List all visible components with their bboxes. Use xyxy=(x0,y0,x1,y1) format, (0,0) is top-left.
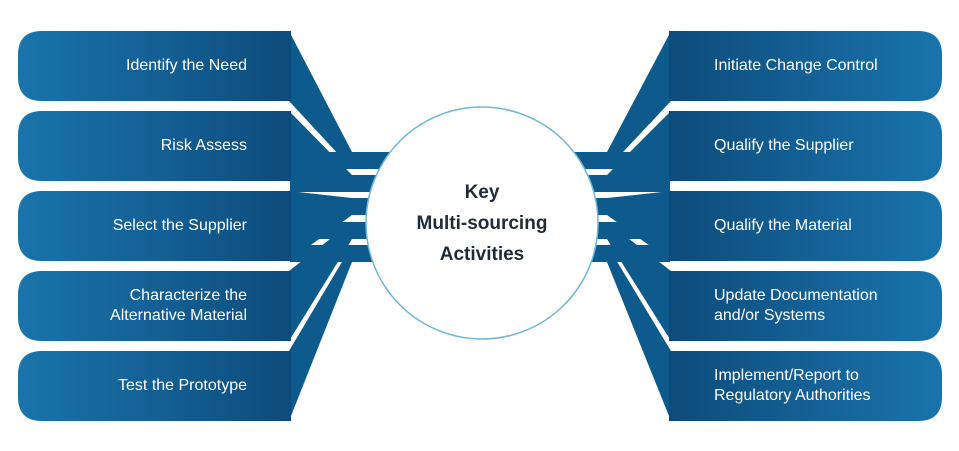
right-activity-pill-4 xyxy=(669,271,942,341)
left-activity-label-3-line-1: Select the Supplier xyxy=(112,217,247,234)
left-activity-label-1: Identify the Need xyxy=(38,31,247,101)
right-activity-label-5-line-1: Implement/Report to xyxy=(714,367,859,384)
center-circle xyxy=(365,106,599,340)
right-activity-label-1: Initiate Change Control xyxy=(714,31,934,101)
left-activity-label-5: Test the Prototype xyxy=(38,351,247,421)
right-connector-bar-5 xyxy=(574,245,670,262)
right-activity-label-4: Update Documentation and/or Systems xyxy=(714,271,934,341)
center-title-line-1: Key xyxy=(464,181,500,203)
left-activity-pill-1 xyxy=(18,31,291,101)
right-activity-label-5-line-2: Regulatory Authorities xyxy=(714,387,871,404)
right-activity-label-5: Implement/Report to Regulatory Authoritie… xyxy=(714,351,934,421)
center-title-line-2: Multi-sourcing xyxy=(416,212,548,234)
left-activity-pill-5 xyxy=(18,351,291,421)
center-title: Key Multi-sourcing Activities xyxy=(366,107,598,339)
right-activity-label-4-line-2: and/or Systems xyxy=(714,307,826,324)
left-connector-bar-5 xyxy=(290,245,390,262)
right-connector-wedge-5 xyxy=(607,245,671,421)
left-activity-label-1-line-1: Identify the Need xyxy=(126,57,247,74)
right-activity-label-3-line-1: Qualify the Material xyxy=(714,217,852,234)
left-activity-label-4-line-2: Alternative Material xyxy=(110,307,247,324)
left-connector-bar-3 xyxy=(290,198,390,215)
left-activity-label-4-line-1: Characterize the xyxy=(129,287,247,304)
left-activity-label-2: Risk Assess xyxy=(38,111,247,181)
right-activity-pill-3 xyxy=(669,191,942,261)
left-connector-wedge-5 xyxy=(289,245,352,421)
left-activity-pill-4 xyxy=(18,271,291,341)
right-activity-label-2: Qualify the Supplier xyxy=(714,111,934,181)
right-activity-label-1-line-1: Initiate Change Control xyxy=(714,57,878,74)
left-connector-bar-4 xyxy=(290,222,390,239)
left-connector-wedge-1 xyxy=(289,31,352,169)
left-activity-pill-3 xyxy=(18,191,291,261)
left-activity-label-2-line-1: Risk Assess xyxy=(160,137,247,154)
right-activity-label-4-line-1: Update Documentation xyxy=(714,287,878,304)
right-activity-pill-5 xyxy=(669,351,942,421)
right-activity-pill-1 xyxy=(669,31,942,101)
left-activity-label-5-line-1: Test the Prototype xyxy=(118,377,247,394)
connector-layer xyxy=(289,31,671,421)
left-activity-pill-2 xyxy=(18,111,291,181)
center-title-line-3: Activities xyxy=(439,243,525,265)
right-connector-wedge-1 xyxy=(607,31,671,169)
right-activity-label-2-line-1: Qualify the Supplier xyxy=(714,137,854,154)
right-connector-wedge-2 xyxy=(607,111,671,192)
left-connector-wedge-2 xyxy=(289,111,352,192)
right-activity-pill-2 xyxy=(669,111,942,181)
pill-layer xyxy=(18,31,942,421)
left-connector-bar-2 xyxy=(290,175,390,192)
right-activity-label-3: Qualify the Material xyxy=(714,191,934,261)
right-connector-bar-2 xyxy=(574,175,670,192)
left-activity-label-3: Select the Supplier xyxy=(38,191,247,261)
